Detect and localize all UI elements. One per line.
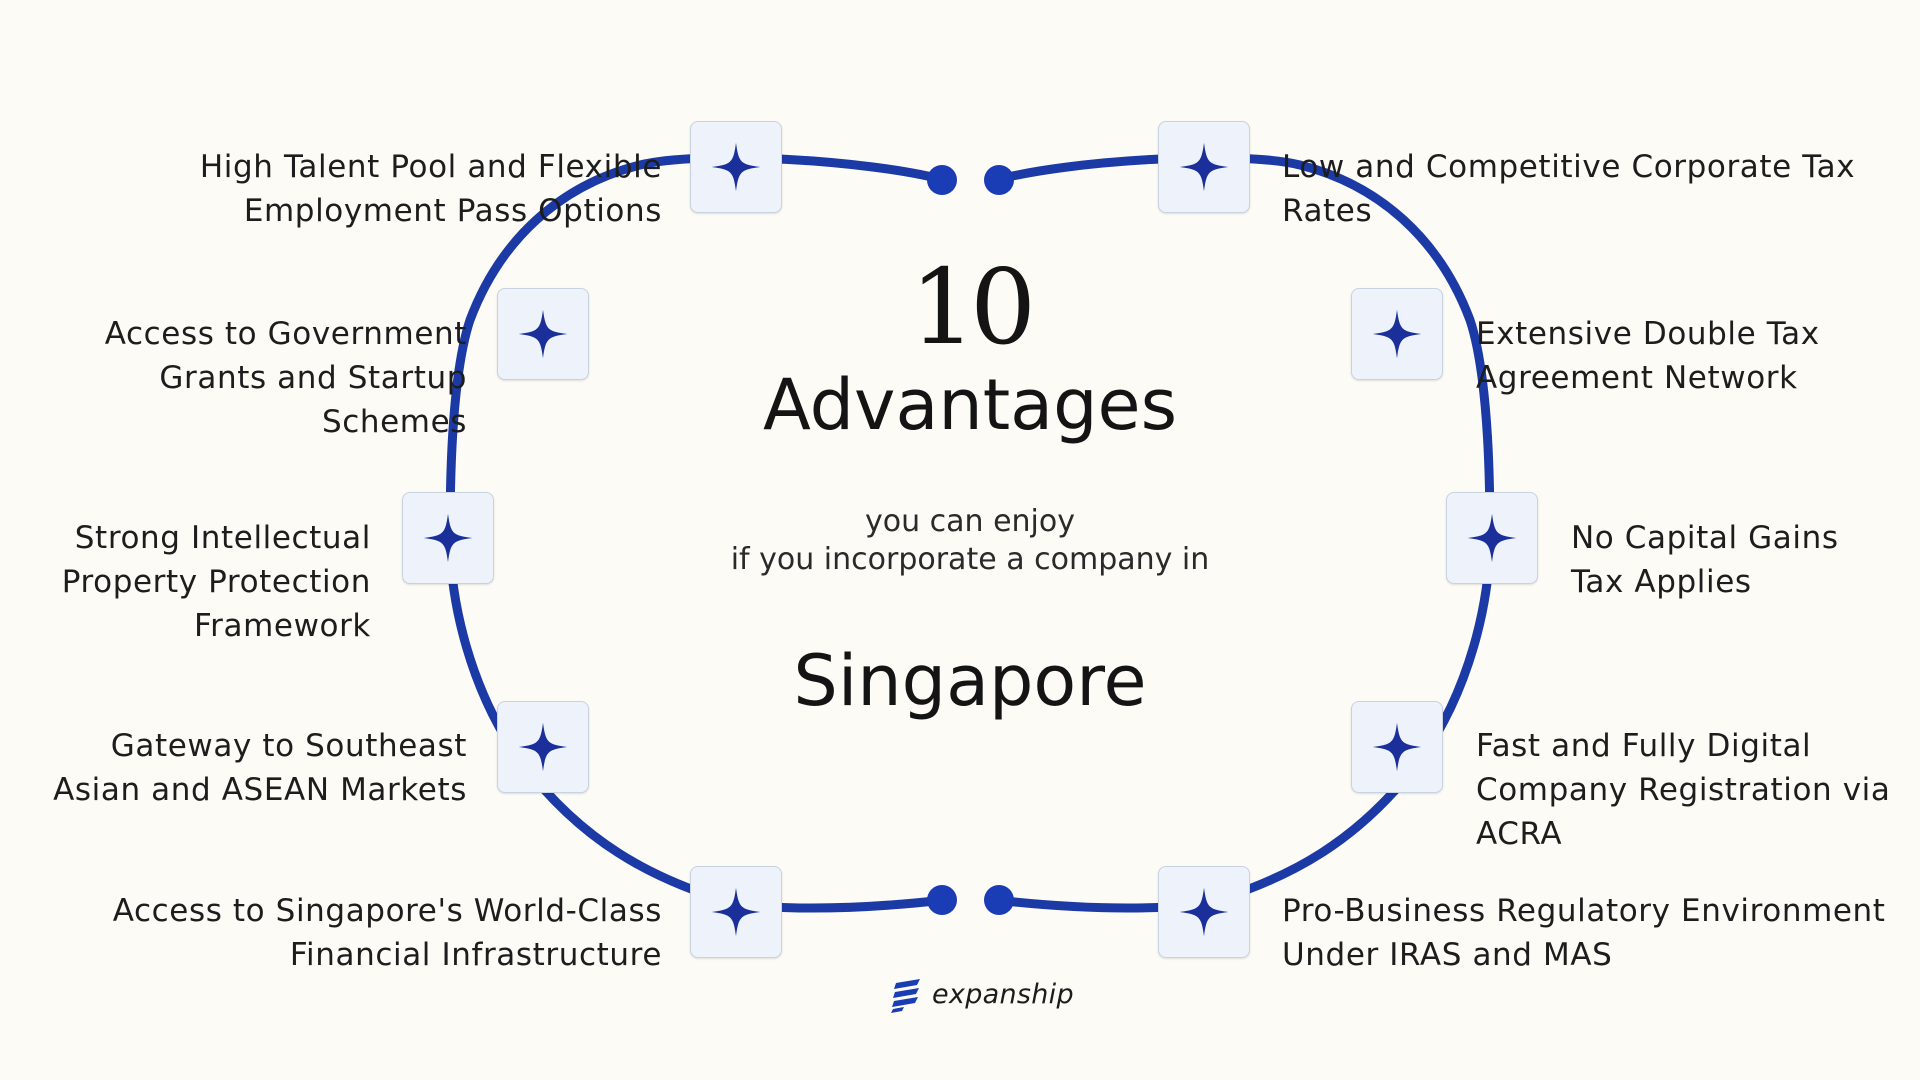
advantage-node-right-2 — [1351, 288, 1443, 380]
advantage-label-right-4: Fast and Fully Digital Company Registrat… — [1476, 728, 1891, 852]
advantage-label-left-2: Access to Government Grants and Startup … — [104, 316, 467, 440]
heading-subtitle-line2: if you incorporate a company in — [730, 542, 1210, 577]
sparkle-icon — [711, 142, 761, 192]
advantage-node-left-3 — [402, 492, 494, 584]
sparkle-icon — [1372, 309, 1422, 359]
ring-end-dot-top-left — [927, 165, 957, 195]
advantage-label-right-2: Extensive Double Tax Agreement Network — [1476, 316, 1820, 396]
advantage-label-left-1: High Talent Pool and Flexible Employment… — [199, 149, 662, 229]
sparkle-icon — [711, 887, 761, 937]
sparkle-icon — [423, 513, 473, 563]
sparkle-icon — [1467, 513, 1517, 563]
advantage-label-right-3: No Capital Gains Tax Applies — [1571, 520, 1839, 600]
sparkle-icon — [518, 309, 568, 359]
advantage-node-right-4 — [1351, 701, 1443, 793]
advantage-node-left-4 — [497, 701, 589, 793]
advantage-node-left-5 — [690, 866, 782, 958]
heading-title: Advantages — [762, 364, 1178, 446]
advantage-label-right-5: Pro-Business Regulatory Environment Unde… — [1282, 893, 1886, 973]
ring-end-dot-top-right — [984, 165, 1014, 195]
heading-country: Singapore — [793, 640, 1147, 722]
sparkle-icon — [1372, 722, 1422, 772]
heading-subtitle-line1: you can enjoy — [865, 504, 1075, 539]
brand-logo: expanship — [890, 972, 1074, 1016]
advantage-node-left-1 — [690, 121, 782, 213]
advantage-node-right-5 — [1158, 866, 1250, 958]
advantage-label-right-1: Low and Competitive Corporate Tax Rates — [1282, 149, 1856, 229]
sparkle-icon — [518, 722, 568, 772]
expanship-logo-icon — [891, 979, 920, 1013]
ring-end-dot-bottom-left — [927, 885, 957, 915]
advantage-label-left-3: Strong Intellectual Property Protection … — [61, 520, 371, 644]
sparkle-icon — [1179, 887, 1229, 937]
sparkle-icon — [1179, 142, 1229, 192]
advantage-label-left-4: Gateway to Southeast Asian and ASEAN Mar… — [53, 728, 467, 808]
heading-number: 10 — [909, 246, 1036, 368]
brand-name: expanship — [932, 978, 1074, 1010]
advantage-node-right-3 — [1446, 492, 1538, 584]
advantage-label-left-5: Access to Singapore's World-Class Financ… — [112, 893, 662, 973]
advantage-node-right-1 — [1158, 121, 1250, 213]
ring-end-dot-bottom-right — [984, 885, 1014, 915]
advantage-node-left-2 — [497, 288, 589, 380]
